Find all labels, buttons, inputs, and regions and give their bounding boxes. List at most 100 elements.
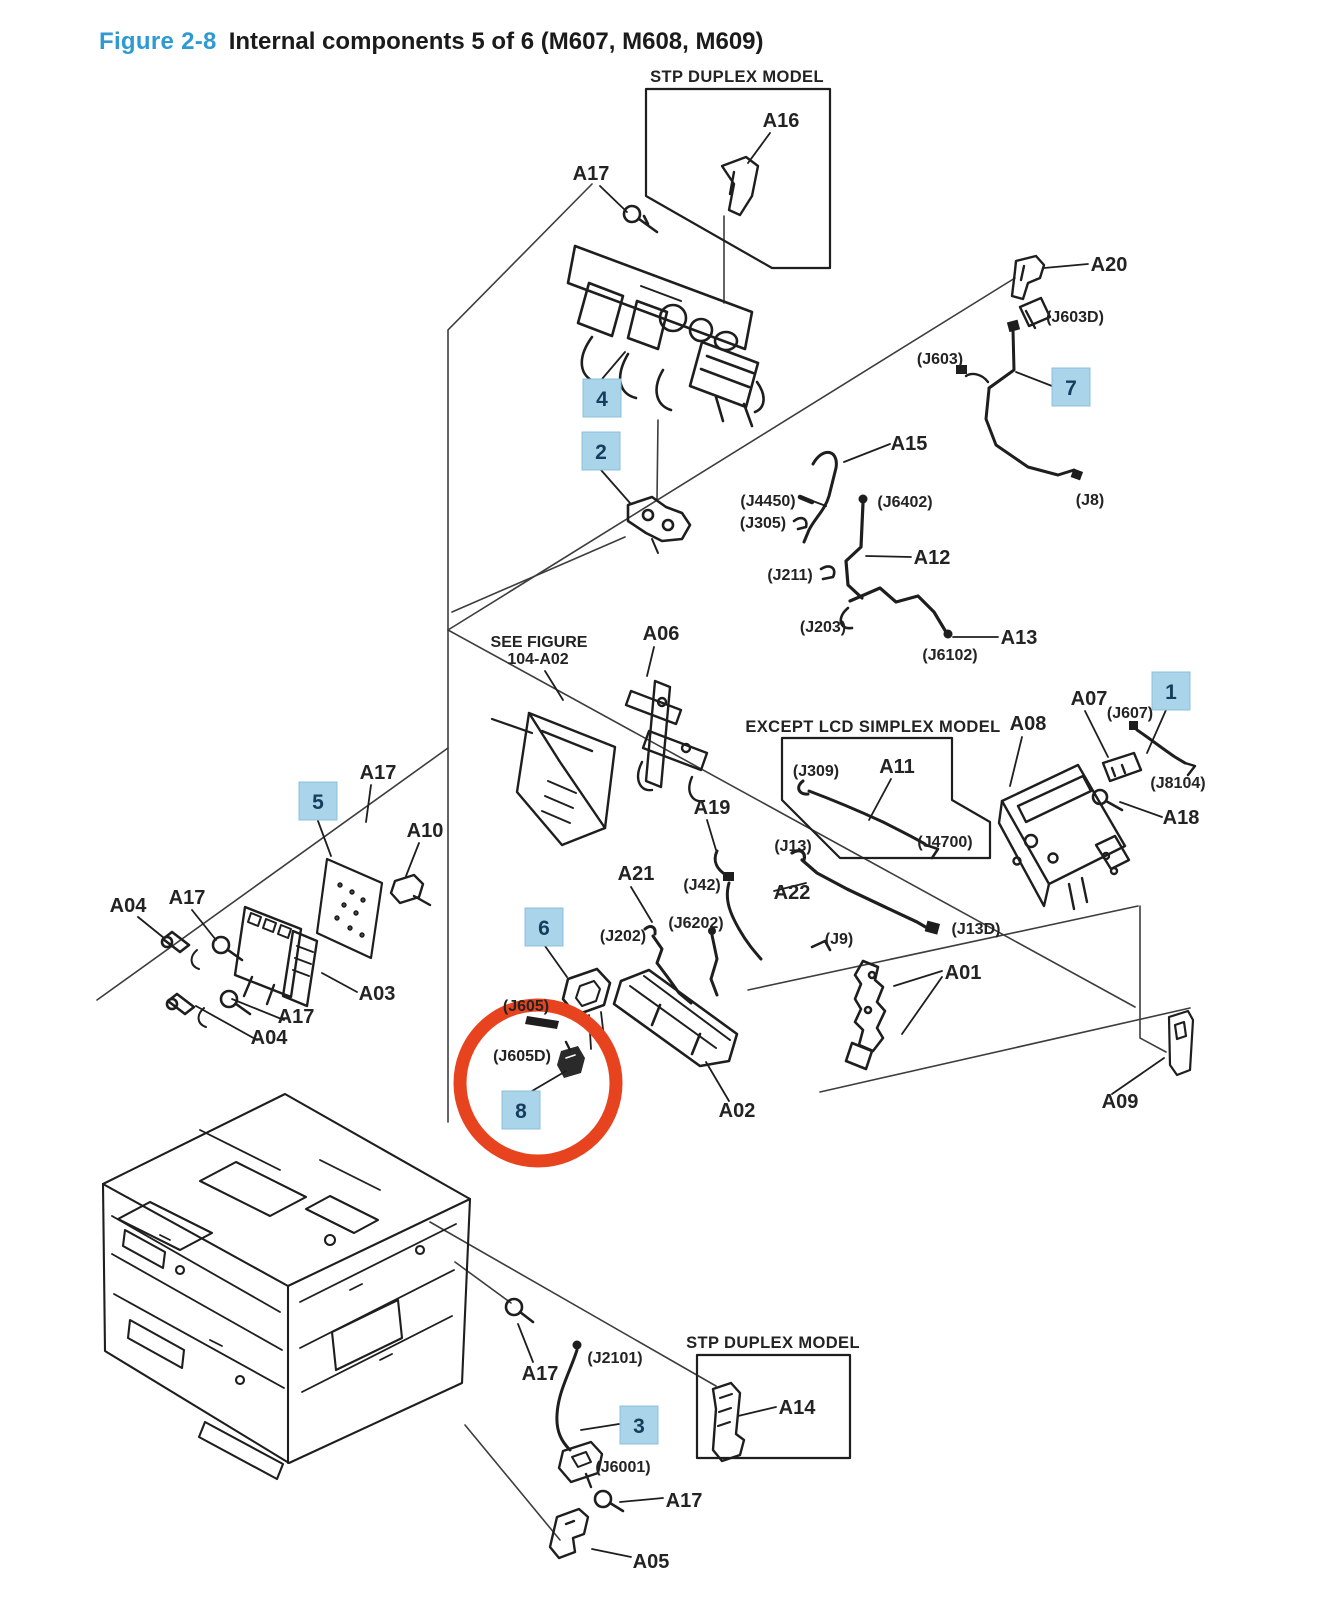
connector-label-j13d-36: (J13D) [952,921,1001,938]
except-lcd-box [780,736,992,860]
part-label-a01-42: A01 [945,962,982,984]
part-label-a17-38: A17 [169,887,206,909]
connector-label-j211-11: (J211) [767,567,812,584]
part-label-a11-23: A11 [879,756,915,778]
part-label-a05-52: A05 [633,1551,670,1573]
connector-label-j202-33: (J202) [600,928,646,945]
region-box-label-except-lcd-simplex-model: EXCEPT LCD SIMPLEX MODEL [745,718,1000,736]
part-label-a17-47: A17 [522,1363,559,1385]
a22-harness-art [790,849,941,935]
callout-3: 3 [619,1405,659,1445]
connector-label-j6102-14: (J6102) [922,647,977,664]
j605-strip-art [525,1016,559,1029]
a05-part-art [548,1507,590,1560]
connector-label-j8-6: (J8) [1076,492,1104,509]
connector-label-j309-24: (J309) [793,763,839,780]
a10-part-art [389,873,432,907]
connector-label-j4700-25: (J4700) [917,834,972,851]
callout-1: 1 [1151,671,1191,711]
a07-part-art [1101,751,1143,783]
callout-5-box [298,781,338,821]
j9-connector-art [810,939,832,952]
a04-bolt-2-art [165,992,196,1016]
callout-4: 4 [582,378,622,418]
a02-rail-art [612,968,739,1068]
a15-part-art [802,451,838,544]
part-label-a20-2: A20 [1091,254,1128,276]
callout-6: 6 [524,907,564,947]
region-box-label-stp-duplex-model-bottom: STP DUPLEX MODEL [686,1334,860,1352]
part-label-a02-45: A02 [719,1100,756,1122]
callout-8: 8 [501,1090,541,1130]
connector-label-j603-4: (J603) [917,351,963,368]
part-label-a15-5: A15 [891,433,928,455]
a17-screw-top-art [622,204,659,234]
a19-wire-art [713,849,763,961]
note-label-104-a02-16: 104-A02 [507,651,568,668]
j2101-wire-art [555,1340,582,1452]
figure-caption: Internal components 5 of 6 (M607, M608, … [228,28,764,55]
a04-bolt-1-art [160,930,191,954]
a17-screw-bottom2-art [593,1489,625,1513]
part-label-a17-26: A17 [360,762,397,784]
part-label-a08-20: A08 [1010,713,1047,735]
figure-number: Figure 2-8 [99,28,217,55]
callout-2-box [581,431,621,471]
callout-8-number: 8 [515,1100,527,1123]
a03-assembly-art [233,905,319,1008]
part-label-a04-41: A04 [251,1027,289,1049]
a20-part-art [1010,254,1046,301]
connector-label-j607-19: (J607) [1107,705,1153,722]
j305-connector-art [792,516,808,531]
callout-7-box [1051,367,1091,407]
a17-screw-bottom1-art [504,1297,535,1324]
callout-7-number: 7 [1065,377,1077,400]
duct-104-a02-art [490,711,617,847]
callout-4-box [582,378,622,418]
a14-part-art [711,1381,746,1463]
connector-label-j42-31: (J42) [683,877,720,894]
plate5-art [315,857,384,960]
part-label-a10-27: A10 [407,820,444,842]
harness-a12-art [844,494,868,600]
j4450-connector-art [797,494,815,505]
connector-label-j6402-9: (J6402) [877,494,932,511]
callout-1-number: 1 [1165,681,1177,704]
callout-5-number: 5 [312,791,324,814]
connector-label-j9-35: (J9) [825,931,853,948]
highlight-circle [453,998,623,1168]
callout-3-number: 3 [633,1415,645,1438]
leader-lines [137,132,1167,1558]
callout-2: 2 [581,431,621,471]
connector-label-j203-12: (J203) [800,619,846,636]
a16-part-art [720,155,760,217]
j605d-connector-art [557,1040,585,1078]
region-box-label-stp-duplex-model-top: STP DUPLEX MODEL [650,68,824,86]
printer-chassis-art [101,1092,472,1481]
a01-part-art [844,959,887,1071]
part-label-a06-17: A06 [643,623,680,645]
part-label-a03-39: A03 [359,983,396,1005]
part-label-a17-51: A17 [666,1490,703,1512]
a17-screw-left2-art [219,989,252,1016]
a08-cage-art [997,763,1131,911]
bracket-hooks-art [190,949,207,1028]
stp-duplex-top-box [644,87,832,270]
j6202-wire-art [708,927,719,997]
part-label-a18-22: A18 [1163,807,1200,829]
callout-5: 5 [298,781,338,821]
j607-wire-art [1129,721,1197,777]
j603d-part-art [1018,296,1052,330]
callout-2-number: 2 [595,441,607,464]
connector-label-j13-29: (J13) [774,838,811,855]
a21-wire-art [643,925,693,1005]
part-label-a04-37: A04 [110,895,148,917]
connector-label-j8104-21: (J8104) [1150,775,1205,792]
connector-label-j605-43: (J605) [503,998,549,1015]
callout-3-box [619,1405,659,1445]
stp-duplex-bottom-box [695,1353,852,1460]
a09-bracket-art [1167,1009,1195,1077]
j211-connector-art [819,565,836,581]
